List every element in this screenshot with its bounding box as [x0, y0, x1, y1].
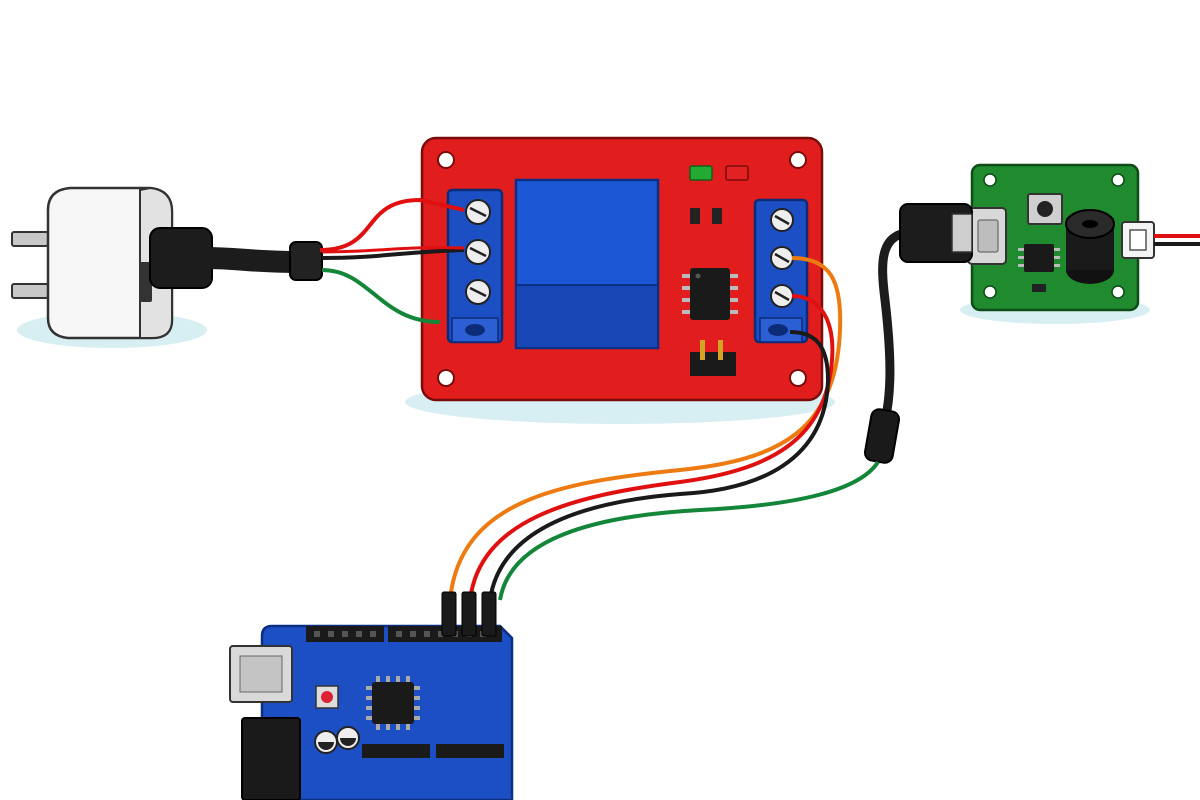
dupont-connector[interactable]	[461, 591, 477, 637]
plug-prong-top	[11, 231, 49, 247]
dupont-connector[interactable]	[441, 591, 457, 637]
screw-icon[interactable]	[465, 279, 491, 305]
sensor-module[interactable]	[967, 163, 1200, 312]
terminal-block-right	[753, 198, 809, 344]
wire-power-green[interactable]	[321, 268, 441, 324]
jumper-header[interactable]	[690, 340, 736, 376]
adapter-cable	[194, 247, 311, 273]
relay-icon	[514, 178, 660, 350]
led-red	[725, 165, 749, 181]
wire-power-black[interactable]	[321, 248, 465, 260]
mount-hole-tr	[789, 151, 807, 169]
reset-button[interactable]	[315, 685, 339, 709]
wire-sensor-cable[interactable]	[877, 227, 920, 437]
arduino-uno[interactable]	[229, 591, 514, 800]
relay-cube-lower	[515, 284, 659, 349]
screw-icon[interactable]	[770, 246, 794, 270]
header-analog[interactable]	[436, 744, 504, 758]
chip-icon	[366, 676, 420, 730]
screw-icon[interactable]	[465, 239, 491, 265]
jst-connector[interactable]	[1121, 221, 1155, 259]
smd-component	[690, 208, 700, 224]
smd-component	[712, 208, 722, 224]
dupont-connector[interactable]	[481, 591, 497, 637]
mount-hole-tl	[437, 151, 455, 169]
capacitor-icon	[314, 726, 360, 754]
header-power[interactable]	[362, 744, 430, 758]
wire-sensor-green[interactable]	[498, 460, 880, 601]
cable-clamp	[289, 241, 323, 281]
mount-hole-bl	[437, 369, 455, 387]
wire-power-red[interactable]	[319, 197, 465, 252]
screw-icon[interactable]	[465, 199, 491, 225]
wire-power-red-short[interactable]	[321, 246, 465, 254]
wire-signal-orange[interactable]	[448, 256, 843, 601]
usb-power-adapter[interactable]	[11, 186, 323, 340]
screw-icon[interactable]	[770, 208, 794, 232]
smd-component	[1032, 284, 1046, 292]
power-plug-icon	[11, 186, 174, 340]
relay-module[interactable]	[420, 136, 824, 402]
chip-icon	[1018, 244, 1060, 272]
terminal-block-left	[446, 188, 504, 344]
push-button[interactable]	[1027, 193, 1063, 225]
ferrite-bead	[863, 408, 901, 464]
arduino-dc-jack[interactable]	[241, 717, 301, 800]
chip-icon	[682, 268, 738, 320]
led-green	[689, 165, 713, 181]
screw-icon[interactable]	[770, 284, 794, 308]
mount-hole-br	[789, 369, 807, 387]
wire-signal-red[interactable]	[468, 294, 835, 601]
plug-prong-bottom	[11, 283, 49, 299]
buzzer-icon	[1065, 209, 1115, 284]
wire-signal-black[interactable]	[488, 330, 831, 601]
